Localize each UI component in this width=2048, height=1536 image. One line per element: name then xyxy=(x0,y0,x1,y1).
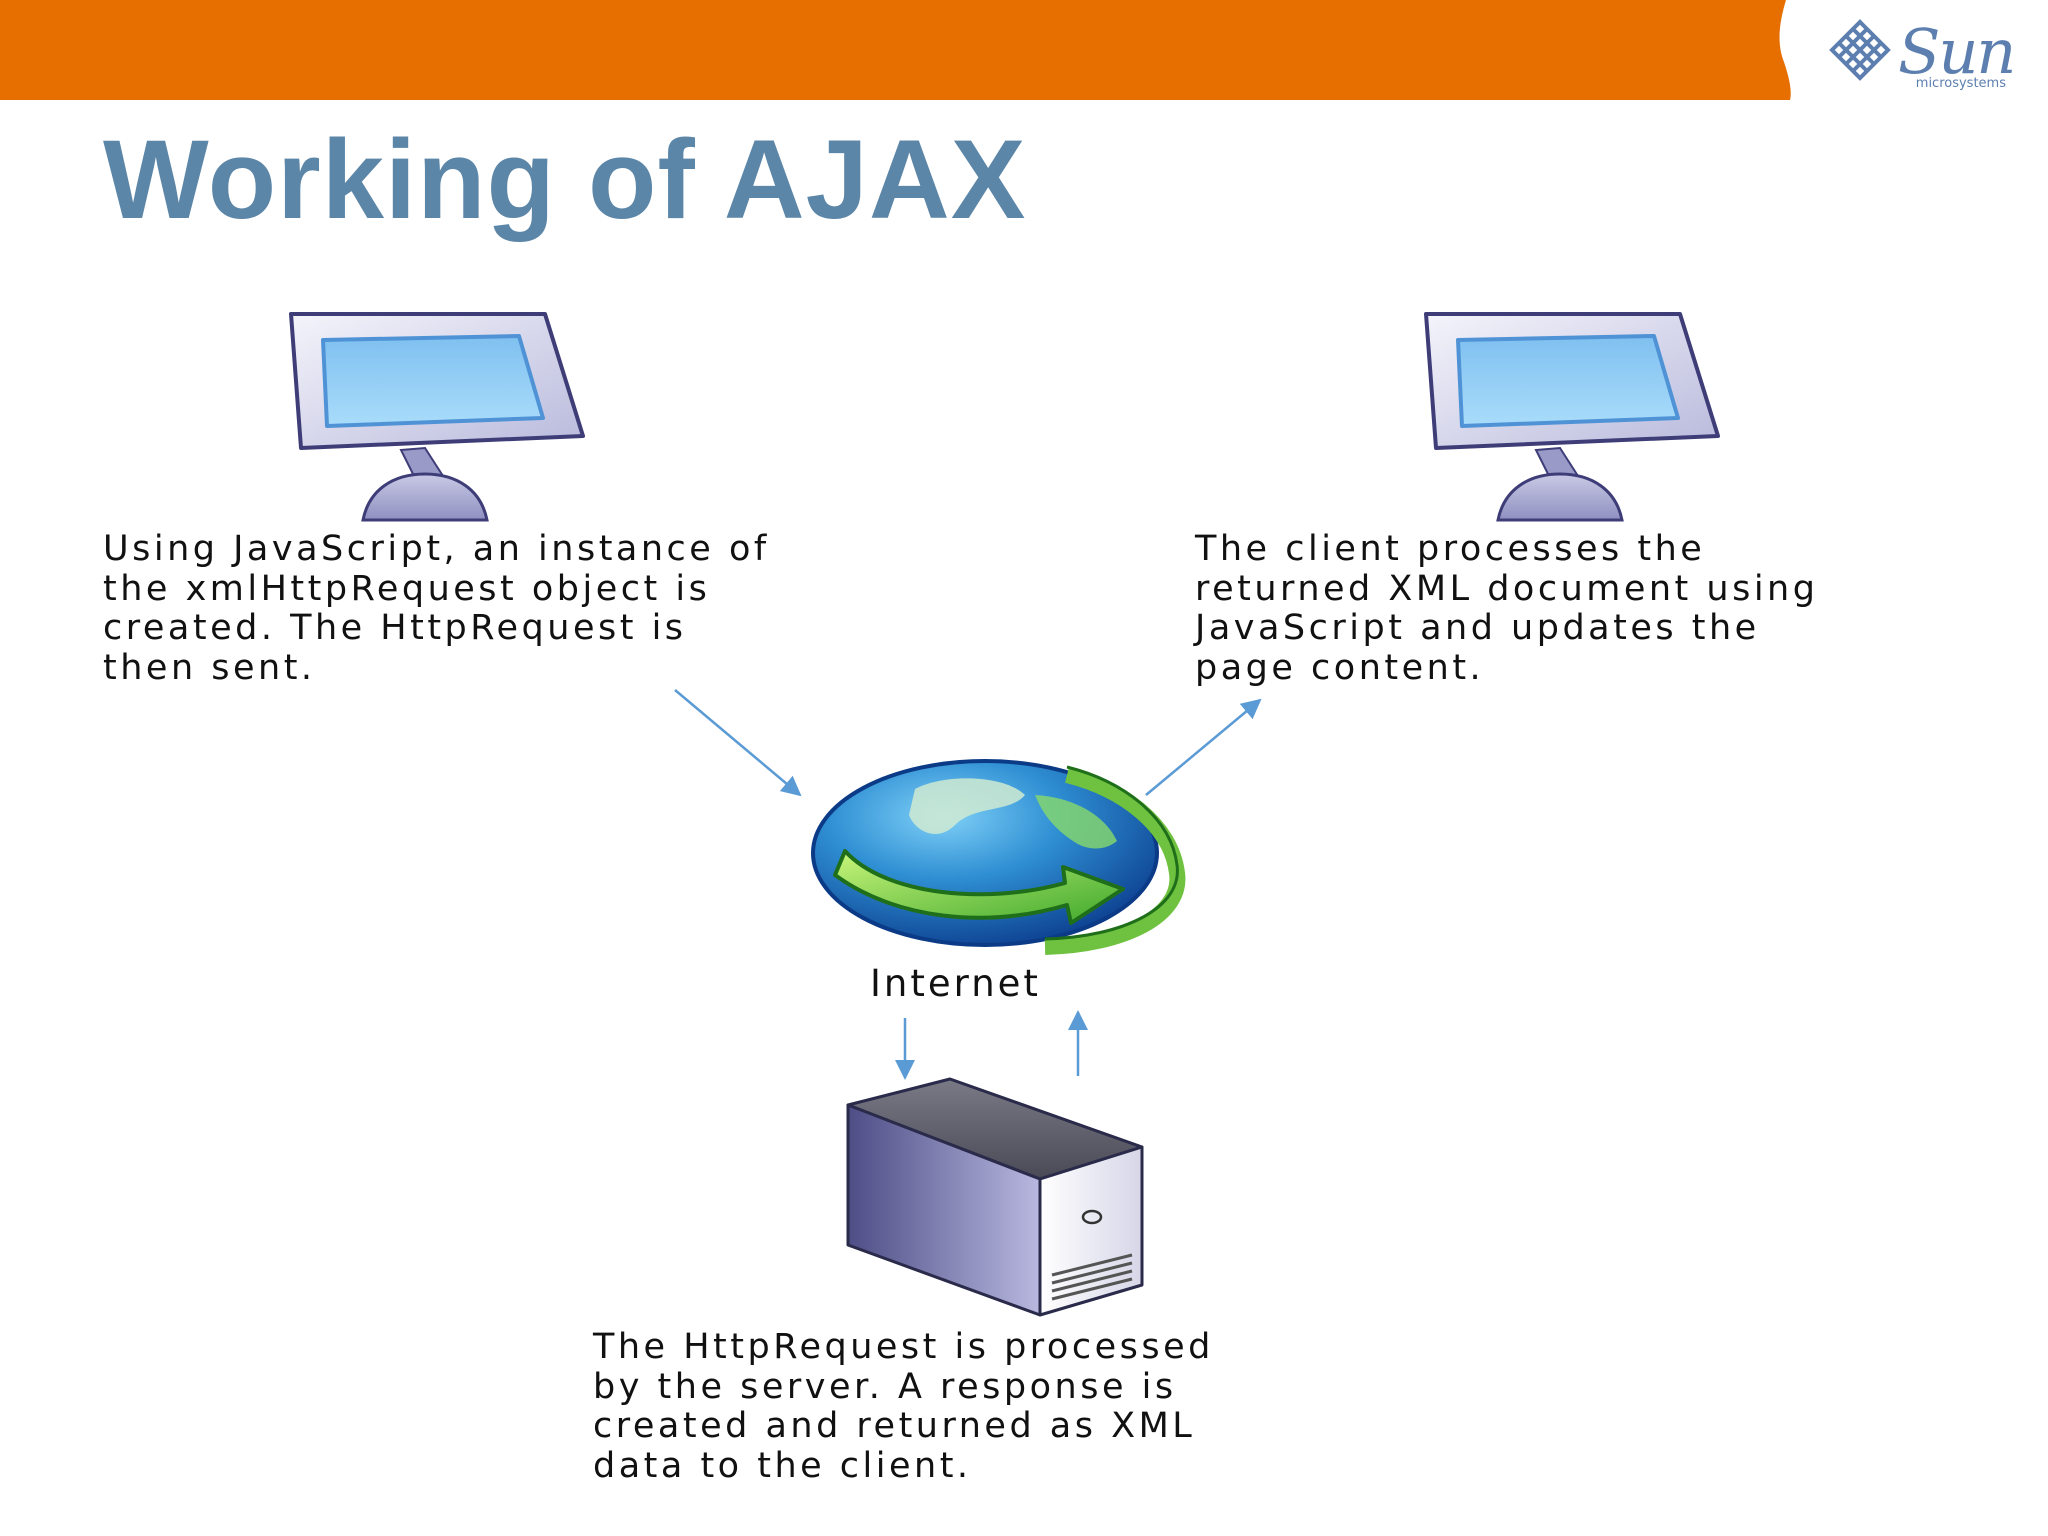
result-caption-line: page content. xyxy=(1195,647,1485,688)
server-caption-line: by the server. A response is xyxy=(593,1366,1177,1407)
header-bar-shape xyxy=(0,0,1791,100)
client-caption-line: Using JavaScript, an instance of xyxy=(103,529,770,569)
result-caption-line: JavaScript and updates the xyxy=(1195,608,1760,648)
globe-refresh-icon xyxy=(811,759,1186,955)
result-caption: The client processes the returned XML do… xyxy=(1195,529,1819,688)
server-caption: The HttpRequest is processed by the serv… xyxy=(593,1327,1214,1486)
sun-diamond-logo-icon xyxy=(1829,19,1891,81)
result-computer-monitor-icon xyxy=(1424,312,1720,522)
logo-wordmark: Sun xyxy=(1898,15,2016,88)
client-computer-monitor-icon xyxy=(289,312,585,522)
client-caption: Using JavaScript, an instance of the xml… xyxy=(103,529,770,688)
slide-title: Working of AJAX xyxy=(103,117,1027,242)
server-caption-line: The HttpRequest is processed xyxy=(593,1327,1214,1367)
client-caption-line: created. The HttpRequest is xyxy=(103,608,687,648)
arrow-internet-to-result xyxy=(1145,698,1262,796)
server-caption-line: created and returned as XML xyxy=(593,1406,1196,1446)
result-caption-line: returned XML document using xyxy=(1195,568,1819,609)
internet-label: Internet xyxy=(870,962,1041,1005)
client-caption-line: the xmlHttpRequest object is xyxy=(103,568,711,609)
sun-logo: Sun microsystems xyxy=(1828,18,2016,98)
arrow-client-to-internet xyxy=(674,689,802,797)
server-caption-line: data to the client. xyxy=(593,1445,972,1486)
client-caption-line: then sent. xyxy=(103,647,316,688)
logo-subtext: microsystems xyxy=(1915,76,2006,91)
header-bar xyxy=(0,0,1791,100)
result-caption-line: The client processes the xyxy=(1195,529,1706,569)
server-tower-icon xyxy=(846,1077,1144,1317)
